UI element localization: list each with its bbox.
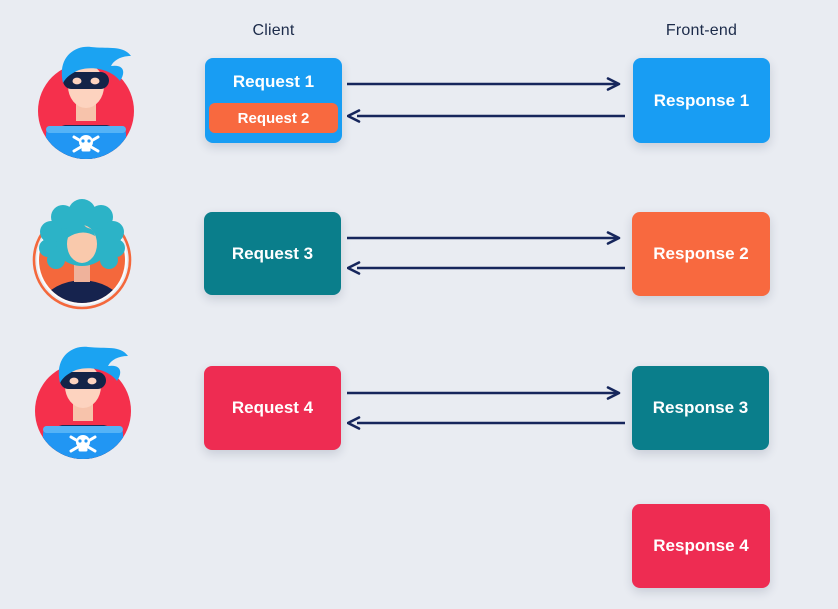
row2-request-arrow-right-icon (347, 231, 627, 245)
response-1-box: Response 1 (633, 58, 770, 143)
request-4-label: Request 4 (231, 398, 314, 417)
client-column-label: Client (252, 22, 295, 39)
hacker-avatar-icon (26, 340, 138, 464)
request-2-label: Request 2 (237, 109, 310, 127)
request-3-box: Request 3 (204, 212, 341, 295)
response-1-label: Response 1 (653, 90, 750, 110)
request-1-box: Request 1 Request 2 (205, 58, 342, 143)
hacker-avatar-icon (29, 40, 141, 164)
request-1-label: Request 1 (232, 72, 315, 91)
row1-request-arrow-right-icon (347, 77, 627, 91)
row2-response-arrow-left-icon (347, 261, 627, 275)
frontend-column-label: Front-end (665, 22, 738, 39)
row1-response-arrow-left-icon (347, 109, 627, 123)
response-3-box: Response 3 (632, 366, 769, 450)
response-3-label: Response 3 (652, 398, 749, 417)
response-4-label: Response 4 (653, 536, 749, 555)
request-4-box: Request 4 (204, 366, 341, 450)
response-2-label: Response 2 (653, 244, 749, 263)
response-2-box: Response 2 (632, 212, 770, 296)
request-2-box: Request 2 (209, 103, 338, 133)
row3-response-arrow-left-icon (347, 416, 627, 430)
row3-request-arrow-right-icon (347, 386, 627, 400)
response-4-box: Response 4 (632, 504, 770, 588)
request-3-label: Request 3 (231, 243, 314, 263)
user-avatar-icon (30, 198, 135, 312)
